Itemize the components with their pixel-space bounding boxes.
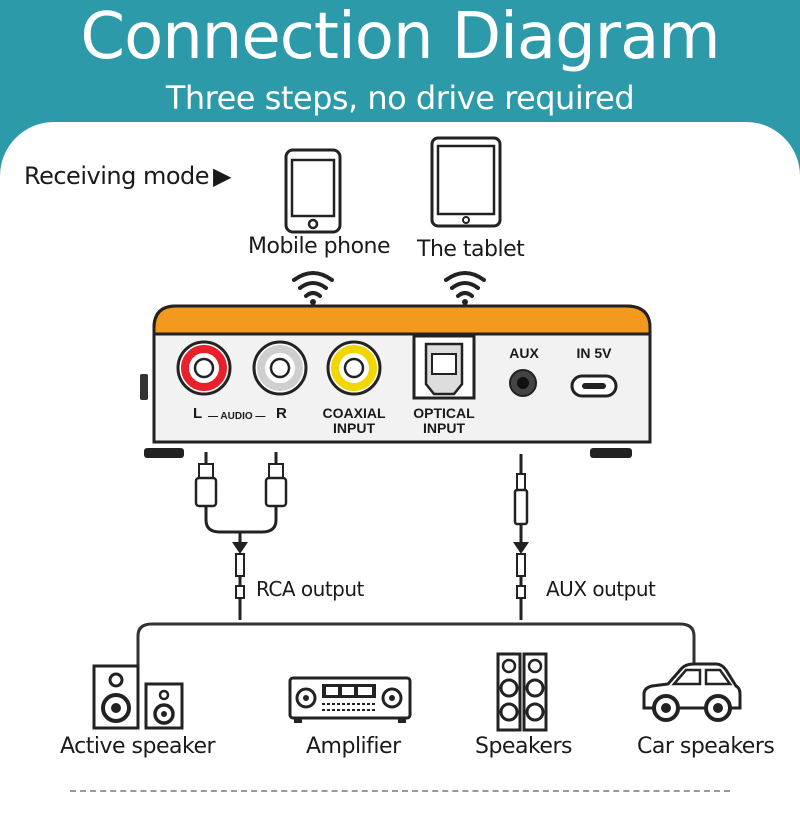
aux-cable xyxy=(513,454,529,620)
page-subtitle: Three steps, no drive required xyxy=(165,79,635,117)
audio-l-label: L xyxy=(193,405,203,422)
power-label: IN 5V xyxy=(576,345,612,361)
optical-port xyxy=(412,334,476,400)
rca-right-jack xyxy=(252,340,308,396)
car-icon xyxy=(642,662,742,722)
speakers-icon xyxy=(496,652,548,732)
coaxial-jack xyxy=(326,340,382,396)
bluetooth-signal-icon xyxy=(444,271,486,305)
tablet-label: The tablet xyxy=(417,237,525,262)
aux-output-label: AUX output xyxy=(546,577,656,601)
distribution-bracket xyxy=(136,622,696,668)
bottom-divider xyxy=(70,790,730,792)
rca-output-label: RCA output xyxy=(256,577,364,601)
rca-left-jack xyxy=(176,340,232,396)
receiver-device xyxy=(140,304,652,458)
receiving-mode-label: Receiving mode▶ xyxy=(24,162,231,190)
active-speaker-label: Active speaker xyxy=(60,734,216,759)
bluetooth-signal-icon xyxy=(292,271,334,305)
active-speaker-icon xyxy=(92,664,184,730)
usb-c-port xyxy=(570,374,618,398)
amplifier-label: Amplifier xyxy=(306,734,401,759)
page-title: Connection Diagram xyxy=(80,0,720,74)
audio-r-label: R xyxy=(276,405,287,422)
car-speakers-label: Car speakers xyxy=(637,734,775,759)
tablet-icon xyxy=(430,136,502,228)
speakers-label: Speakers xyxy=(475,734,572,759)
play-arrow-icon: ▶ xyxy=(213,162,231,190)
mobile-phone-label: Mobile phone xyxy=(248,234,391,259)
rca-cable xyxy=(194,452,288,620)
audio-label: — AUDIO — xyxy=(208,411,266,422)
aux-label: AUX xyxy=(509,345,539,361)
amplifier-icon xyxy=(288,676,412,723)
aux-jack xyxy=(509,369,537,397)
mobile-phone-icon xyxy=(284,148,342,234)
